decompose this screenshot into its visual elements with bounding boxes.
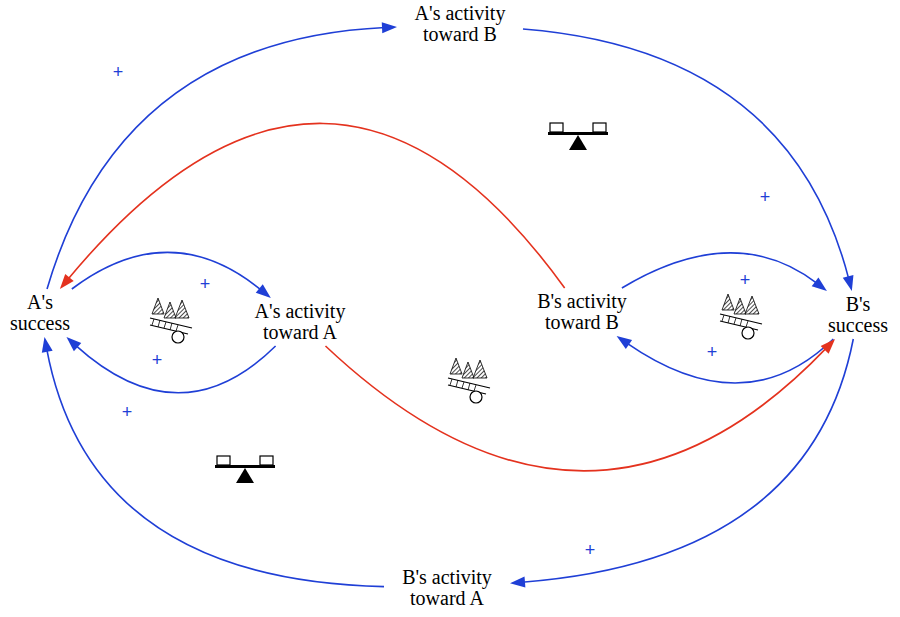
link-curve	[47, 349, 384, 587]
link-curve	[68, 123, 565, 288]
causal-link	[617, 336, 834, 383]
link-curve	[626, 339, 833, 383]
loop-variable: A's activity toward A	[240, 301, 360, 343]
loop-variable: B's success	[818, 294, 898, 336]
causal-link	[622, 253, 827, 291]
arrow-head	[60, 274, 74, 289]
arrow-head	[382, 22, 397, 33]
polarity-sign: +	[758, 188, 773, 206]
snowball-symbol	[448, 358, 490, 403]
variable-name: A's activity toward A	[240, 301, 360, 343]
link-curve	[523, 29, 849, 279]
causal-link	[523, 29, 853, 291]
link-curve	[622, 253, 818, 288]
arrow-head	[812, 277, 827, 291]
arrow-head	[42, 337, 53, 353]
causal-link	[325, 339, 835, 471]
loop-variable: B's activity toward A	[387, 567, 507, 609]
causal-link	[510, 339, 853, 587]
arrow-head	[66, 337, 81, 351]
causal-link	[47, 22, 397, 289]
polarity-sign: +	[150, 351, 165, 369]
variable-name: B's activity toward A	[387, 567, 507, 609]
loop-variable: A's success	[2, 292, 78, 334]
link-curve	[72, 252, 262, 290]
snowball-symbol	[720, 294, 762, 339]
polarity-sign: +	[120, 403, 135, 421]
arrow-head	[843, 275, 854, 291]
causal-link	[42, 337, 384, 587]
causal-link	[66, 337, 275, 393]
causal-link	[60, 123, 565, 289]
variable-name: B's success	[818, 294, 898, 336]
polarity-sign: +	[738, 271, 753, 289]
loop-variable: A's activity toward B	[400, 3, 520, 45]
polarity-sign: +	[583, 541, 598, 559]
arrow-head	[510, 577, 525, 588]
variable-name: B's activity toward B	[522, 291, 642, 333]
arrow-head	[821, 339, 835, 354]
link-curve	[522, 339, 853, 582]
arrow-head	[256, 284, 271, 298]
polarity-sign: +	[705, 343, 720, 361]
arrow-head	[617, 336, 632, 349]
causal-link	[72, 252, 271, 298]
link-curve	[325, 346, 826, 471]
balance-symbol	[215, 456, 275, 483]
link-curve	[75, 345, 275, 393]
polarity-sign: +	[111, 63, 126, 81]
loop-variable: B's activity toward B	[522, 291, 642, 333]
variable-name: A's activity toward B	[400, 3, 520, 45]
polarity-sign: +	[198, 275, 213, 293]
balance-symbol	[548, 123, 608, 150]
link-curve	[47, 28, 385, 289]
snowball-symbol	[150, 298, 192, 343]
variable-name: A's success	[2, 292, 78, 334]
